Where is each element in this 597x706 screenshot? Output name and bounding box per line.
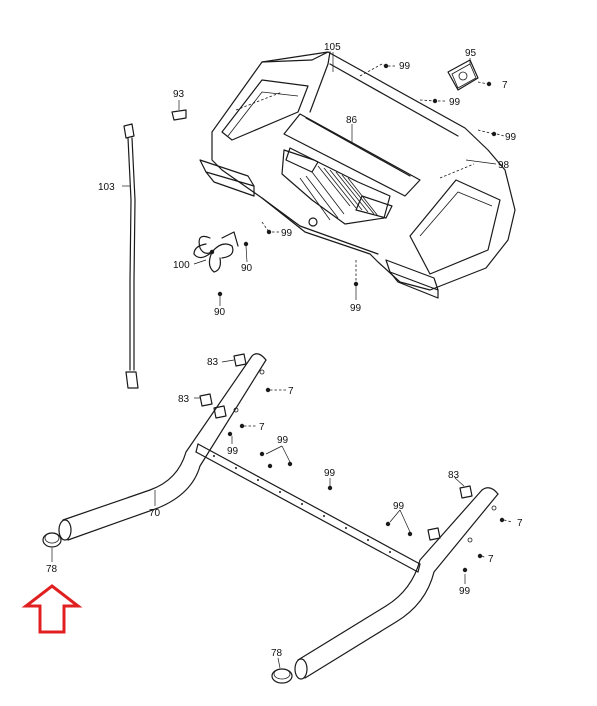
clip-83-c bbox=[459, 485, 473, 499]
fan-100 bbox=[193, 231, 239, 273]
upright-frame-70 bbox=[58, 353, 499, 680]
leader-lines bbox=[51, 52, 513, 669]
label-99-e: 99 bbox=[350, 303, 362, 314]
end-cap-78-left bbox=[42, 532, 62, 548]
clip-83-b bbox=[199, 393, 213, 407]
label-100: 100 bbox=[173, 260, 190, 271]
clip-83-e bbox=[213, 405, 227, 419]
label-99-a: 99 bbox=[399, 61, 411, 72]
label-7-b: 7 bbox=[288, 386, 294, 397]
vent-grill bbox=[281, 149, 391, 225]
label-105: 105 bbox=[324, 42, 341, 53]
label-7-d: 7 bbox=[517, 518, 523, 529]
part-labels: 105 95 99 7 99 93 86 99 98 103 99 100 90… bbox=[46, 42, 523, 659]
label-95: 95 bbox=[465, 48, 477, 59]
label-78-b: 78 bbox=[271, 648, 283, 659]
label-103: 103 bbox=[98, 182, 115, 193]
wire-harness-103 bbox=[123, 123, 139, 389]
label-70: 70 bbox=[149, 508, 161, 519]
label-98: 98 bbox=[498, 160, 510, 171]
console-hood-assembly bbox=[199, 51, 516, 299]
up-arrow-icon bbox=[21, 584, 83, 634]
clip-83-d bbox=[427, 527, 441, 541]
label-7-e: 7 bbox=[488, 554, 494, 565]
label-83-b: 83 bbox=[178, 394, 190, 405]
label-99-d: 99 bbox=[281, 228, 293, 239]
screws bbox=[217, 63, 505, 573]
label-7-c: 7 bbox=[259, 422, 265, 433]
label-83-c: 83 bbox=[448, 470, 460, 481]
clip-93 bbox=[171, 109, 187, 121]
label-90-b: 90 bbox=[214, 307, 226, 318]
label-99-b: 99 bbox=[449, 97, 461, 108]
label-90-a: 90 bbox=[241, 263, 253, 274]
label-7-a: 7 bbox=[502, 80, 508, 91]
label-99-g: 99 bbox=[227, 446, 239, 457]
label-99-j: 99 bbox=[459, 586, 471, 597]
label-93: 93 bbox=[173, 89, 185, 100]
label-99-i: 99 bbox=[393, 501, 405, 512]
switch-bracket-95 bbox=[447, 59, 479, 91]
label-99-f: 99 bbox=[277, 435, 289, 446]
label-83-a: 83 bbox=[207, 357, 219, 368]
label-86: 86 bbox=[346, 115, 358, 126]
end-cap-78-right bbox=[271, 668, 293, 684]
clip-83-a bbox=[233, 353, 247, 367]
label-99-c: 99 bbox=[505, 132, 517, 143]
label-78-a: 78 bbox=[46, 564, 58, 575]
label-99-h: 99 bbox=[324, 468, 336, 479]
